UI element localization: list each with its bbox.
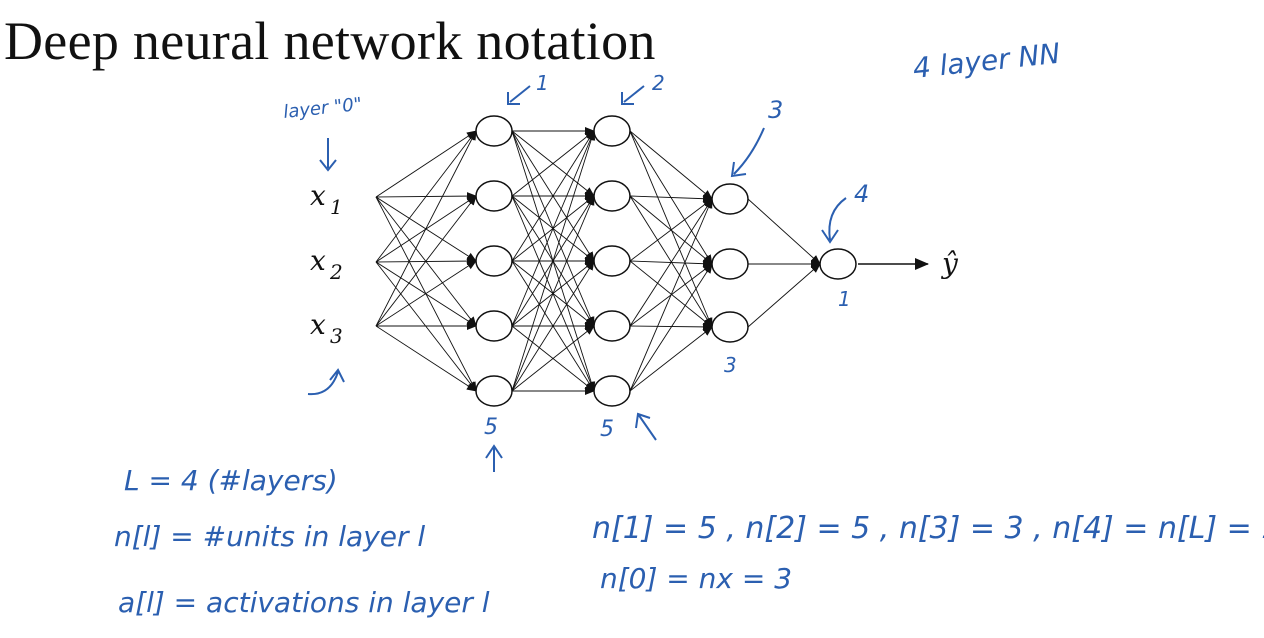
layer2-node-5 [593,375,631,407]
layer4-annotation-arrow [821,197,847,244]
layer1-node-1 [475,115,513,147]
layer2-node-2 [593,180,631,212]
layer1-node-3 [475,245,513,277]
layer0-arrow-down [319,138,337,172]
note-a-def: a[l] = activations in layer l [118,586,490,619]
layer2-node-3 [593,245,631,277]
layer2-count-arrow [635,412,657,441]
input-x1-base: x [310,179,326,212]
edge-l3n1-l4n1 [747,198,821,265]
edge-l2n4-l3n1 [629,198,713,327]
edge-l2n5-l3n1 [629,198,713,392]
edge-l1n5-l2n3 [511,260,595,392]
edge-input2-l1n1 [375,130,477,263]
edge-l1n3-l2n1 [511,130,595,262]
layer2-count: 5 [600,417,614,442]
edge-l2n4-l3n3 [629,322,713,331]
layer4-node-1 [819,248,857,280]
edge-l2n5-l3n2 [629,263,713,392]
layer3-count: 3 [724,353,737,377]
edge-l1n4-l2n1 [511,130,595,327]
input-x1: x 1 [310,179,343,219]
edge-input3-l1n2 [375,195,477,327]
layer2-annotation-arrow [621,85,645,105]
input-x2: x 2 [310,244,343,284]
note-nn: 4 layer NN [911,37,1061,85]
edge-l1n5-l2n2 [511,195,595,392]
layer3-annotation-arrow [730,127,765,178]
layer3-node-1 [711,183,749,215]
edge-l2n1-l3n1 [629,130,713,200]
layer1-node-5 [475,375,513,407]
input-x2-base: x [310,244,326,277]
layer0-arrow-up [307,368,345,396]
layer1-count: 5 [484,415,498,440]
input-x3: x 3 [310,308,343,348]
layer2-node-1 [593,115,631,147]
edge-input3-l1n5 [375,325,477,392]
edge-l2n1-l3n3 [629,130,713,328]
note-layer0: layer "0" [282,94,363,123]
edge-l2n3-l3n1 [629,198,713,262]
edge-l3n3-l4n1 [747,263,821,328]
edge-l1n2-l2n1 [511,130,595,197]
note-L: L = 4 (#layers) [124,464,338,497]
edge-input1-l1n1 [375,130,477,198]
input-x2-sub: 2 [329,260,343,284]
layer2-annotation: 2 [652,71,665,95]
output-yhat: ŷ [940,247,959,280]
nodes [475,115,857,407]
input-x1-sub: 1 [330,195,343,219]
page-title: Deep neural network notation [4,11,656,71]
layer3-annotation: 3 [768,96,783,124]
connections [375,127,821,395]
edge-l1n5-l2n1 [511,130,596,392]
edge-input3-l1n1 [375,130,477,327]
layer4-annotation: 4 [854,180,869,208]
layer4-count: 1 [838,287,851,311]
note-n-values: n[1] = 5 , n[2] = 5 , n[3] = 3 , n[4] = … [592,511,1264,546]
input-x3-base: x [310,308,326,341]
input-x3-sub: 3 [330,324,343,348]
edge-l2n2-l3n1 [629,194,713,203]
layer1-annotation: 1 [536,71,549,95]
layer1-annotation-arrow [507,85,531,105]
edge-l2n5-l3n3 [629,326,713,392]
layer3-node-3 [711,311,749,343]
layer1-node-4 [475,310,513,342]
note-n-def: n[l] = #units in layer l [114,520,425,553]
layer2-node-4 [593,310,631,342]
note-n0: n[0] = nx = 3 [600,562,792,595]
layer1-node-2 [475,180,513,212]
layer1-count-arrow [485,444,503,472]
layer3-node-2 [711,248,749,280]
edge-input3-l1n3 [375,260,477,327]
edge-l1n5-l2n4 [511,325,595,392]
edge-l2n2-l3n3 [629,195,713,328]
edge-input2-l1n5 [375,261,477,392]
